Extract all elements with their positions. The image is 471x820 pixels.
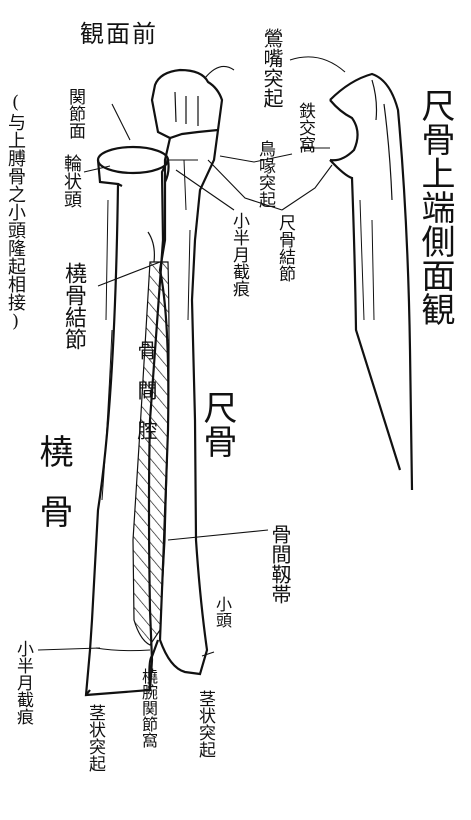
label-wrist-articular-fossa: 橈腕関節窩 <box>140 668 156 748</box>
label-ulnar-notch-radius: 小半月截痕 <box>230 212 247 297</box>
label-olecranon: 鶯嘴突起 <box>262 28 282 108</box>
label-trochlear-notch: 鉄交窩 <box>296 102 313 153</box>
label-articular-note: (与上膊骨之小頭隆起相接) <box>6 92 24 332</box>
label-ulnar-head: 小頭 <box>214 596 230 628</box>
label-ulnar-styloid: 茎状突起 <box>196 690 213 758</box>
label-articular-surface: 関節面 <box>66 88 83 139</box>
ulna-side-view <box>330 74 412 490</box>
label-interosseous-space: 骨間腔 <box>136 340 156 460</box>
label-radial-tuberosity: 橈骨結節 <box>62 262 84 350</box>
label-distal-notch: 小半月截痕 <box>14 640 31 725</box>
label-radius: 橈骨 <box>36 434 70 554</box>
ulna-side-view-title: 尺骨上端側面観 <box>418 88 452 326</box>
label-radial-head: 輪状頭 <box>62 154 80 208</box>
label-coronoid: 鳥喙突起 <box>256 140 273 208</box>
label-radial-styloid: 茎状突起 <box>86 704 103 772</box>
label-ulnar-tuberosity: 尺骨結節 <box>276 214 293 282</box>
label-ulna: 尺骨 <box>200 390 234 458</box>
view-title: 観面前 <box>80 22 158 46</box>
label-interosseous-ligament: 骨間靱帯 <box>270 524 290 604</box>
